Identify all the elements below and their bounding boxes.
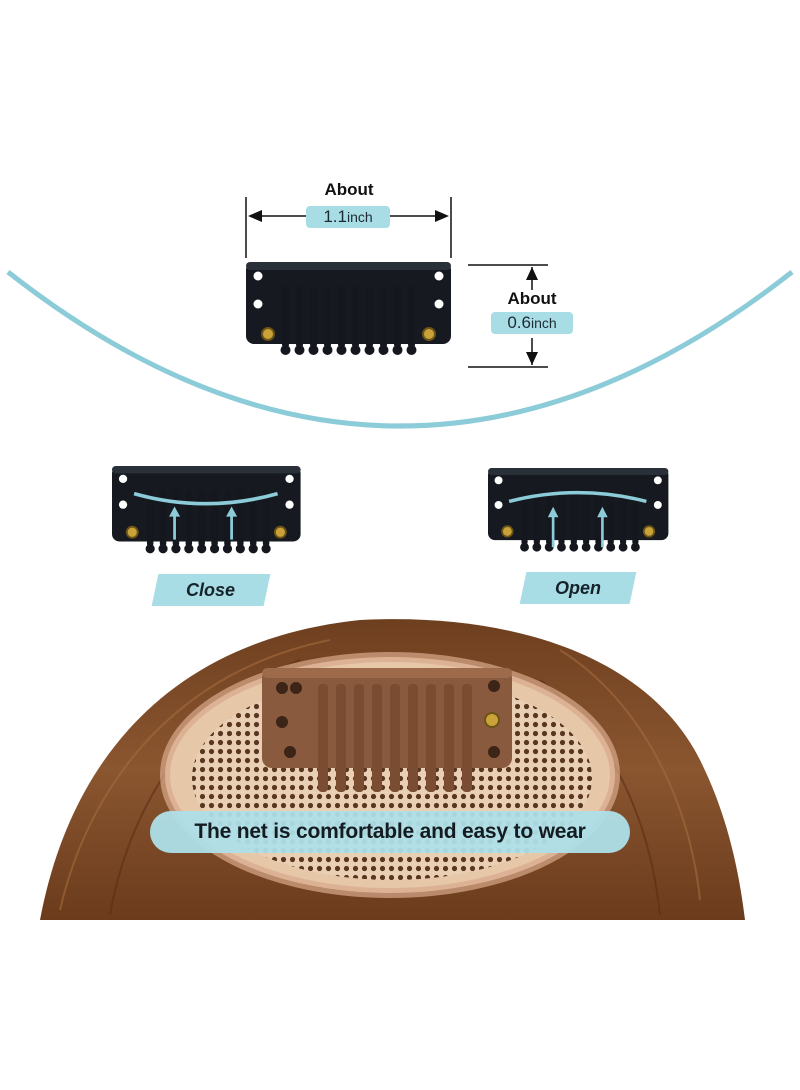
width-about-label: About bbox=[324, 180, 374, 199]
caption-banner: The net is comfortable and easy to wear bbox=[150, 811, 630, 853]
width-value: 1.1 bbox=[323, 207, 347, 226]
caption-text: The net is comfortable and easy to wear bbox=[194, 820, 586, 843]
height-about-label: About bbox=[507, 289, 557, 308]
height-value: 0.6 bbox=[507, 313, 531, 332]
width-measure-badge: 1.1inch bbox=[306, 206, 390, 228]
clip-open bbox=[487, 467, 670, 552]
open-label: Open bbox=[554, 578, 601, 598]
close-label: Close bbox=[186, 580, 236, 600]
arc-divider bbox=[6, 270, 794, 429]
open-state-tag: Open bbox=[519, 572, 637, 604]
height-unit: inch bbox=[530, 315, 557, 331]
height-measure-badge: 0.6inch bbox=[491, 312, 573, 334]
clip-brown bbox=[262, 668, 512, 792]
close-state-tag: Close bbox=[151, 574, 271, 606]
clip-top bbox=[245, 261, 452, 355]
clip-close bbox=[111, 465, 302, 554]
width-unit: inch bbox=[346, 209, 373, 225]
